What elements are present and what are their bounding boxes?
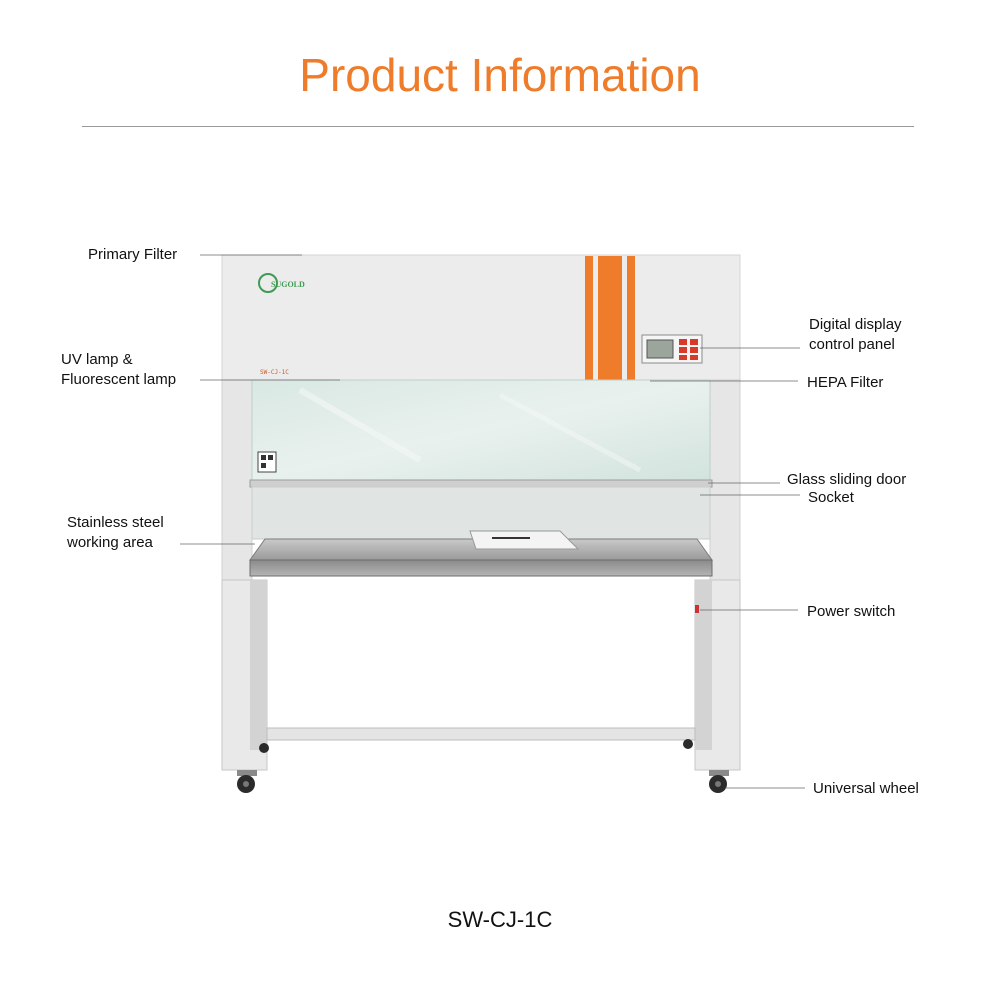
model-number: SW-CJ-1C bbox=[447, 907, 553, 932]
title-divider bbox=[82, 126, 914, 127]
paper-on-worktop bbox=[469, 530, 580, 550]
label-uv-lamp-line1: UV lamp & bbox=[61, 351, 133, 368]
label-socket: Socket bbox=[808, 489, 854, 506]
label-digital-line1: Digital display bbox=[809, 316, 902, 333]
glass-sliding-door-rail bbox=[249, 479, 713, 488]
worktop-front-edge bbox=[249, 559, 713, 577]
cabinet-left-wall bbox=[221, 379, 253, 581]
label-power-switch: Power switch bbox=[807, 603, 896, 620]
lower-crossbar bbox=[266, 727, 696, 741]
page-title: Product Information bbox=[299, 49, 701, 101]
front-marking: SW-CJ-1C bbox=[260, 369, 289, 376]
brand-logo-text: SUGOLD bbox=[271, 280, 305, 289]
label-primary-filter: Primary Filter bbox=[88, 246, 178, 263]
glass-chamber bbox=[251, 379, 711, 481]
label-glass-sliding-door: Glass sliding door bbox=[787, 471, 907, 488]
qr-sticker bbox=[257, 451, 277, 473]
orange-stripe-2 bbox=[598, 256, 622, 380]
orange-stripe-3 bbox=[627, 256, 635, 380]
label-stainless-line2: working area bbox=[67, 534, 153, 551]
label-digital-line2: control panel bbox=[809, 336, 895, 353]
label-uv-lamp-line2: Fluorescent lamp bbox=[61, 371, 177, 388]
label-digital-display: Digital display control panel bbox=[809, 315, 902, 355]
label-uv-lamp: UV lamp & Fluorescent lamp bbox=[61, 350, 176, 390]
label-hepa-filter: HEPA Filter bbox=[807, 374, 884, 391]
inner-chamber bbox=[251, 486, 711, 540]
label-stainless-line1: Stainless steel bbox=[67, 514, 164, 531]
orange-stripe-1 bbox=[585, 256, 593, 380]
control-panel-display bbox=[646, 339, 674, 359]
label-stainless: Stainless steel working area bbox=[67, 513, 164, 553]
brand-logo-icon bbox=[258, 273, 278, 293]
label-universal-wheel: Universal wheel bbox=[813, 780, 919, 797]
cabinet-right-wall bbox=[709, 379, 741, 581]
power-switch-body bbox=[695, 605, 699, 613]
